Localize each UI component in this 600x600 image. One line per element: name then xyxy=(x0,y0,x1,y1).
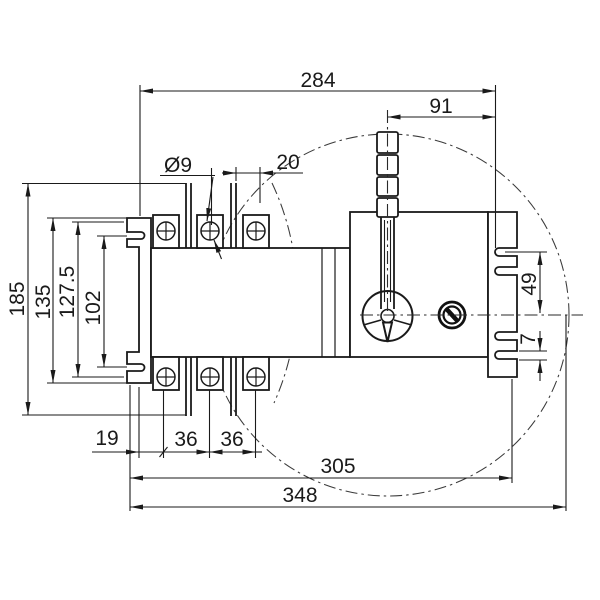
centerlines xyxy=(360,110,583,316)
dim-label-36b: 36 xyxy=(220,428,243,451)
dim-label-135: 135 xyxy=(32,284,55,319)
dim-20: 20 xyxy=(210,151,303,225)
rotary-knob xyxy=(361,290,414,343)
dim-185: 185 xyxy=(6,182,186,416)
dim-7: 7 xyxy=(517,331,547,381)
dim-102: 102 xyxy=(82,235,127,368)
dim-label-36a: 36 xyxy=(174,428,197,451)
right-mounting-flange xyxy=(487,211,518,378)
dim-label-305: 305 xyxy=(320,455,355,478)
dim-label-348: 348 xyxy=(282,484,317,507)
dim-49: 49 xyxy=(505,251,547,313)
dim-label-19: 19 xyxy=(95,427,118,450)
dim-127-5: 127.5 xyxy=(56,221,124,378)
dim-label-102: 102 xyxy=(82,290,105,325)
left-mounting-flange xyxy=(126,217,152,384)
bottom-terminals xyxy=(152,356,270,391)
dim-284: 284 xyxy=(139,69,497,248)
dim-305: 305 xyxy=(129,379,513,511)
terminal-screw-icon xyxy=(156,221,266,241)
dim-19-36-36: 19 36 36 xyxy=(92,387,262,458)
position-pointer-icon xyxy=(381,321,394,343)
dim-91: 91 xyxy=(387,95,496,120)
terminal-screw-icon xyxy=(156,367,266,387)
dim-135: 135 xyxy=(32,217,127,384)
dim-label-49: 49 xyxy=(518,272,541,295)
dim-dia9: Ø9 xyxy=(160,154,223,260)
blade-contacts xyxy=(185,183,237,416)
dim-label-127-5: 127.5 xyxy=(56,266,79,319)
dim-label-284: 284 xyxy=(300,69,335,92)
dim-label-dia9: Ø9 xyxy=(164,154,192,177)
main-body-block xyxy=(150,247,351,358)
operator-housing xyxy=(349,211,489,358)
top-terminals xyxy=(152,214,270,249)
handle-shaft xyxy=(380,217,395,309)
dim-label-20: 20 xyxy=(276,151,299,174)
dim-label-185: 185 xyxy=(6,281,29,316)
dim-label-7: 7 xyxy=(517,333,540,345)
dim-label-91: 91 xyxy=(429,95,452,118)
dim-348: 348 xyxy=(130,315,567,511)
